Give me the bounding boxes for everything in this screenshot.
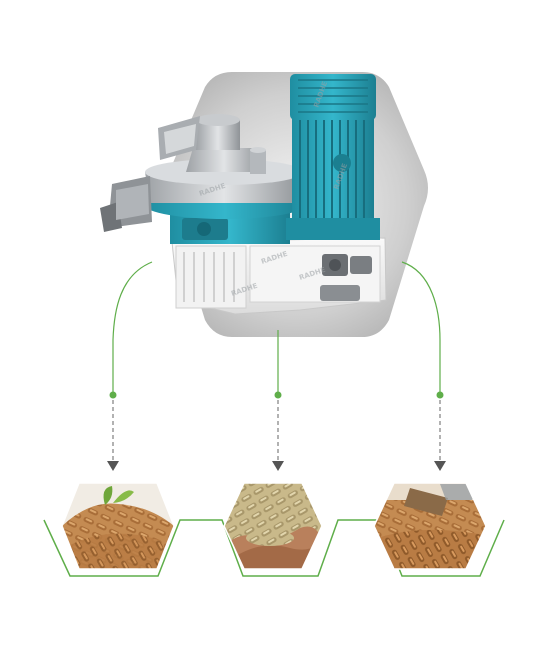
connector-dot (109, 391, 117, 399)
arrow-down-icon (434, 461, 446, 471)
connector-lines (112, 261, 441, 395)
dashed-arrows (112, 400, 441, 462)
product-hexagon-outline (43, 519, 505, 577)
connector-dot (274, 391, 282, 399)
pellets-with-scoop-icon (374, 483, 486, 569)
connector-dots (109, 391, 444, 399)
connector-curve-right (401, 261, 441, 395)
arrow-down-icon (107, 461, 119, 471)
connector-dot (436, 391, 444, 399)
connector-curve-left (112, 261, 153, 395)
arrow-down-icon (272, 461, 284, 471)
wood-pellets-with-leaves-icon (62, 483, 174, 569)
pellets-in-hands-icon (224, 483, 322, 569)
pellet-mill-machine-icon: RADHE RADHE RADHE RADHE RADHE RADHE (100, 74, 387, 315)
